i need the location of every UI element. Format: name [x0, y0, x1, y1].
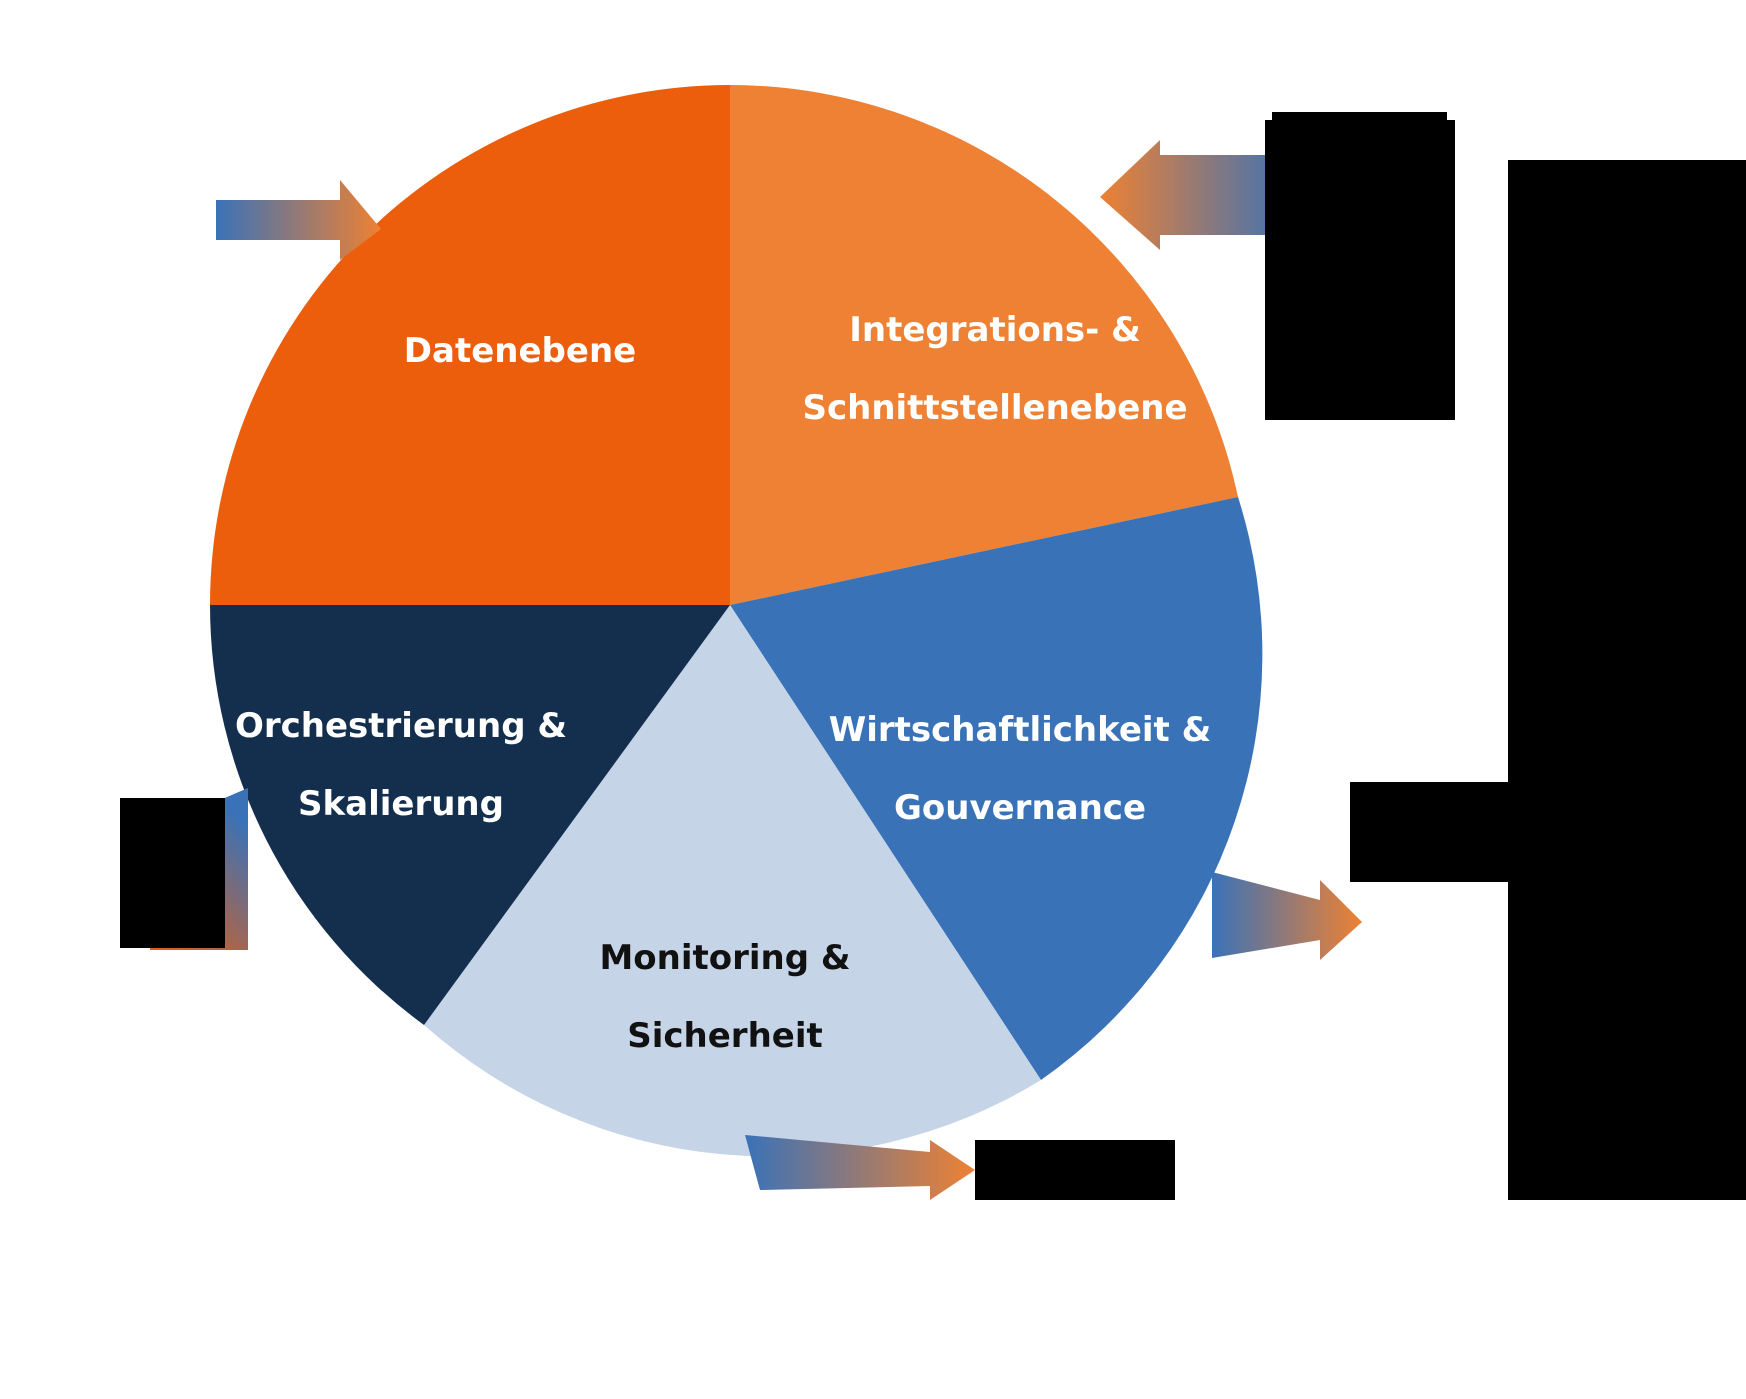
slice-orchestrierung-skalierung[interactable]	[210, 605, 730, 1025]
artifact-bottom-label	[975, 1140, 1175, 1200]
artifact-right-label	[1350, 782, 1746, 882]
arrow-bottom-icon	[745, 1135, 975, 1200]
artifact-right-block	[1508, 160, 1746, 1200]
arrow-top-left-icon	[216, 180, 381, 260]
artifact-left-block	[120, 798, 225, 948]
slice-wirtschaftlichkeit-gouvernance[interactable]	[730, 497, 1263, 1080]
artifact-top-right-block	[1265, 120, 1455, 420]
arrow-right-icon	[1212, 872, 1362, 960]
slice-integrations-schnittstellenebene[interactable]	[730, 85, 1238, 605]
slice-monitoring-sicherheit[interactable]	[424, 605, 1041, 1157]
slice-datenebene[interactable]	[210, 85, 730, 605]
artifact-top-right-cap	[1272, 112, 1447, 156]
arrow-top-right-icon	[1100, 140, 1296, 250]
pie-slices	[210, 85, 1263, 1157]
